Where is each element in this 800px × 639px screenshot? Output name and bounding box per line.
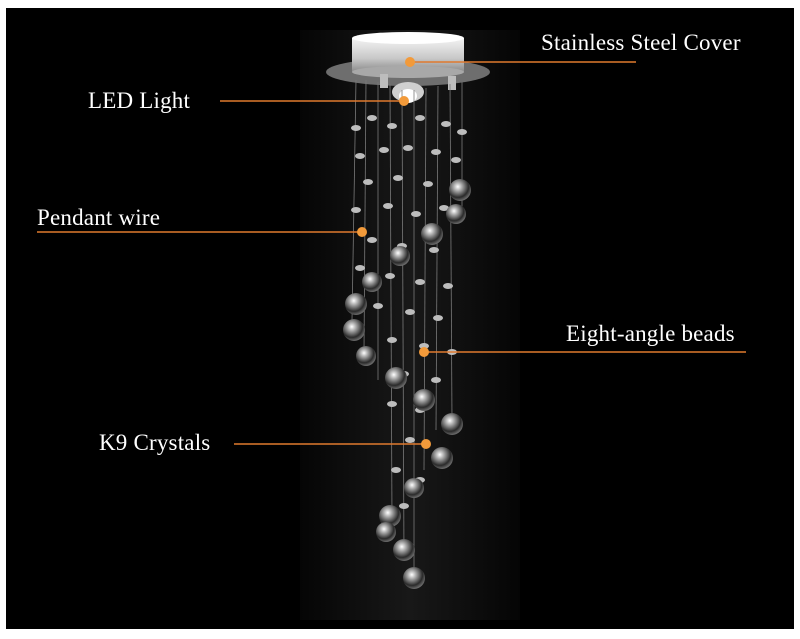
k9-crystal-balls <box>343 179 471 589</box>
label-k9-crystals: K9 Crystals <box>99 430 211 455</box>
label-led-light: LED Light <box>88 88 191 113</box>
stainless-steel-cover <box>326 32 490 90</box>
dot-k9 <box>421 439 431 449</box>
label-pendant-wire: Pendant wire <box>37 205 161 230</box>
label-eight-angle-beads: Eight-angle beads <box>566 321 735 346</box>
label-stainless-steel-cover: Stainless Steel Cover <box>541 30 741 55</box>
eight-angle-beads <box>351 115 467 509</box>
dot-led <box>399 96 409 106</box>
light-shaft <box>300 30 520 620</box>
dot-beads <box>419 347 429 357</box>
callout-dots <box>357 57 431 449</box>
dot-wire <box>357 227 367 237</box>
dot-cover <box>405 57 415 67</box>
callout-leaders <box>37 61 746 445</box>
